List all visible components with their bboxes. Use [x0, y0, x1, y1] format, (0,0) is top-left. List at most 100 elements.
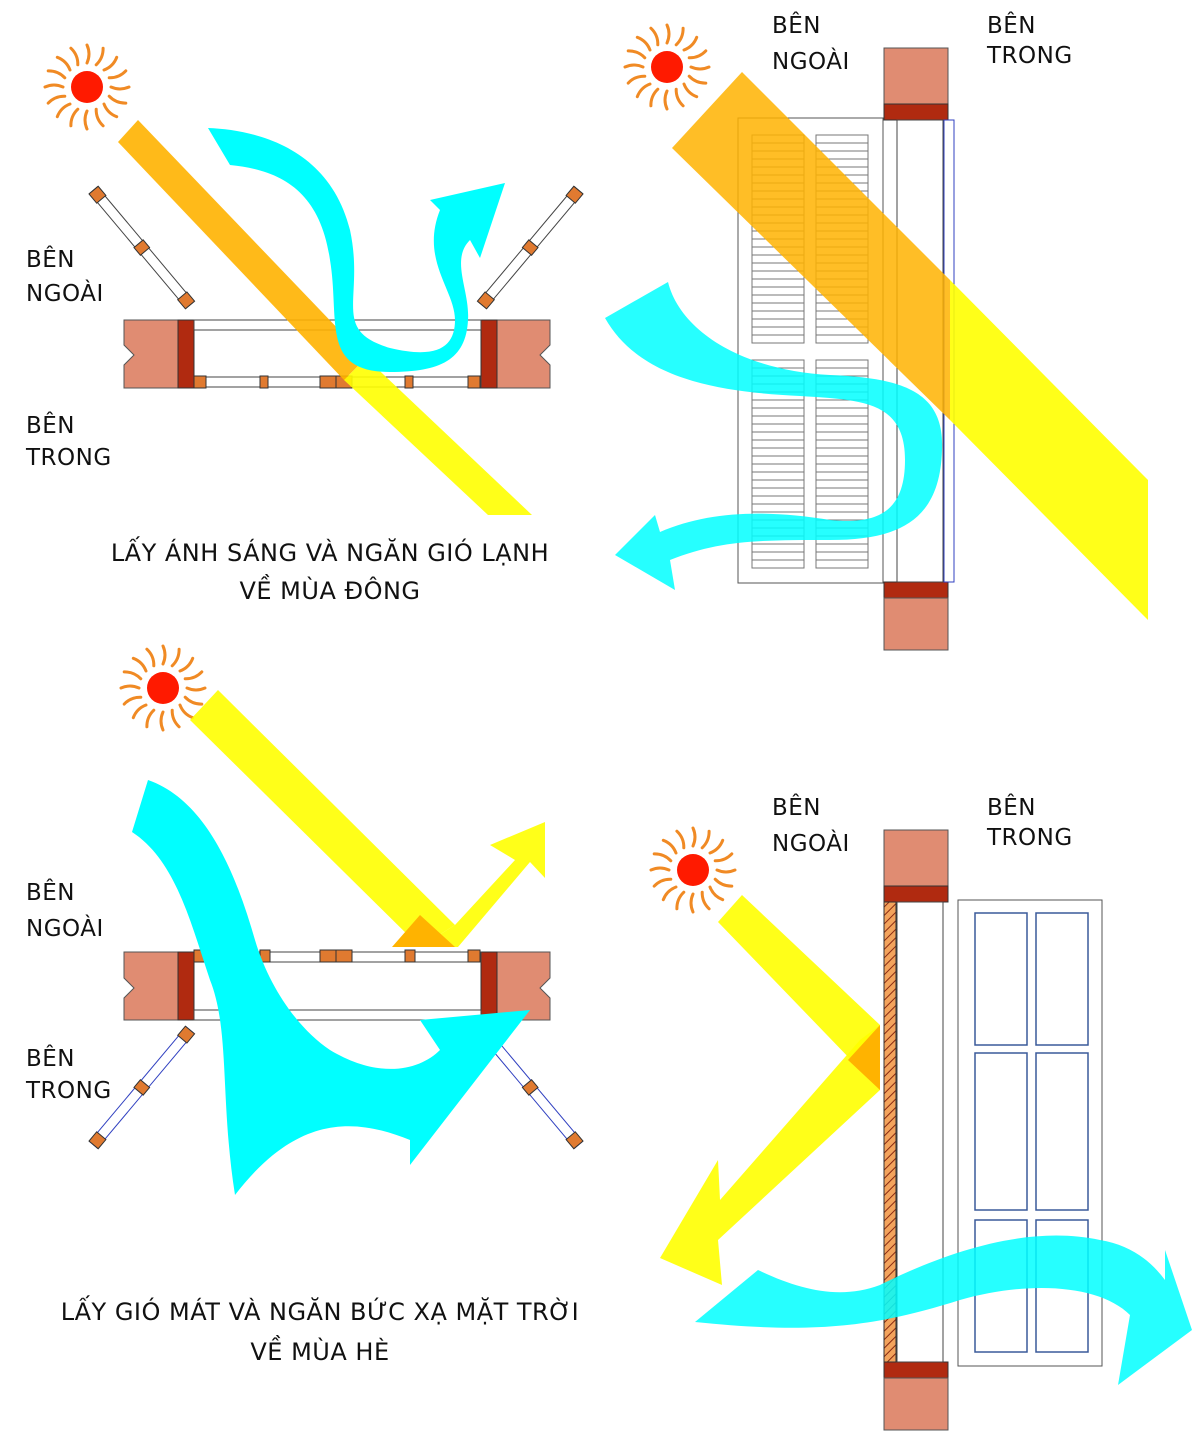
window-frame-left: [177, 951, 195, 1021]
sun-icon: [649, 826, 737, 914]
window-frame-right: [480, 951, 498, 1021]
sun-icon: [623, 23, 711, 111]
label-line: NGOÀI: [772, 831, 850, 857]
sunlight-overlap: [848, 1025, 880, 1090]
sun-core: [71, 71, 103, 103]
brick-wall-left: [123, 951, 179, 1021]
brick-wall-top: [883, 829, 949, 887]
sun-ray: [700, 890, 711, 911]
sun-ray: [122, 695, 143, 706]
sun-ray: [687, 49, 708, 60]
sunlight-beam: [118, 120, 366, 380]
sun-ray: [687, 74, 708, 85]
label-line: TRONG: [987, 825, 1073, 851]
sun-ray: [689, 892, 695, 914]
sun-core: [147, 672, 179, 704]
sun-ray: [55, 102, 72, 119]
sun-ray: [708, 885, 725, 902]
sun-ray: [652, 877, 673, 888]
sun-ray: [145, 708, 156, 729]
winter-section-outside-label: BÊN NGOÀI: [772, 10, 850, 78]
wind-arrow: [208, 128, 505, 372]
sun-ray: [102, 55, 119, 72]
winter-section-panel: [605, 23, 1148, 651]
sun-ray: [46, 69, 67, 80]
sun-ray: [178, 656, 195, 673]
label-line: TRONG: [26, 1078, 112, 1104]
sun-ray: [170, 647, 181, 668]
sun-ray: [649, 26, 660, 47]
caption-line: VỀ MÙA ĐÔNG: [239, 577, 421, 605]
sun-ray: [161, 644, 167, 666]
summer-section-inside-label: BÊN TRONG: [987, 792, 1073, 854]
label-line: NGOÀI: [26, 281, 104, 307]
brick-wall-top: [883, 47, 949, 105]
sun-ray: [713, 877, 734, 888]
window-frame-top: [883, 103, 949, 121]
sun-ray: [663, 89, 669, 111]
sunlight-beam: [718, 895, 880, 1090]
caption-line: LẤY ÁNH SÁNG VÀ NGĂN GIÓ LẠNH: [110, 539, 550, 567]
sunlight-reflected: [420, 822, 545, 947]
sun-ray: [102, 102, 119, 119]
sun-ray: [649, 87, 660, 108]
sun-ray: [85, 43, 91, 65]
brick-wall-bottom: [883, 597, 949, 651]
sun-ray: [708, 838, 725, 855]
sun-ray: [649, 866, 671, 872]
brick-wall-right: [496, 951, 551, 1021]
label-line: BÊN: [26, 413, 76, 439]
summer-plan-inside-label: BÊN TRONG: [26, 1043, 112, 1107]
sun-ray: [131, 703, 148, 720]
summer-section-panel: [649, 826, 1192, 1431]
sun-ray: [183, 695, 204, 706]
sun-ray: [107, 94, 128, 105]
label-line: BÊN: [987, 13, 1037, 39]
label-line: BÊN: [26, 247, 76, 273]
sun-ray: [674, 87, 685, 108]
inner-window-left: [88, 1025, 196, 1150]
sun-ray: [170, 708, 181, 729]
sun-ray: [661, 838, 678, 855]
sun-ray: [183, 670, 204, 681]
label-line: BÊN: [26, 880, 76, 906]
summer-section-outside-label: BÊN NGOÀI: [772, 792, 850, 860]
brick-wall-bottom: [883, 1377, 949, 1431]
sun-ray: [69, 107, 80, 128]
sun-ray: [661, 885, 678, 902]
winter-caption: LẤY ÁNH SÁNG VÀ NGĂN GIÓ LẠNH VỀ MÙA ĐÔN…: [40, 534, 620, 610]
sun-ray: [185, 686, 207, 692]
label-line: NGOÀI: [772, 49, 850, 75]
window-frame-top: [883, 885, 949, 903]
sun-ray: [131, 656, 148, 673]
brick-wall-right: [496, 319, 551, 389]
sun-ray: [635, 82, 652, 99]
sunlight-reflected: [660, 1025, 880, 1285]
sun-icon: [43, 43, 131, 131]
sun-ray: [94, 46, 105, 67]
sun-ray: [122, 670, 143, 681]
sun-ray: [652, 852, 673, 863]
caption-line: VỀ MÙA HÈ: [250, 1338, 390, 1366]
label-line: BÊN: [772, 795, 822, 821]
sun-ray: [689, 65, 711, 71]
sun-ray: [159, 710, 165, 732]
sun-ray: [94, 107, 105, 128]
winter-plan-inside-label: BÊN TRONG: [26, 410, 112, 474]
sun-ray: [675, 829, 686, 850]
label-line: BÊN: [772, 13, 822, 39]
sun-core: [677, 854, 709, 886]
winter-plan-outside-label: BÊN NGOÀI: [26, 244, 104, 310]
sun-ray: [674, 26, 685, 47]
sunlight-overlap: [392, 915, 455, 947]
sunlight-beam-inside: [344, 358, 532, 515]
sun-ray: [107, 69, 128, 80]
wind-arrow: [132, 780, 530, 1195]
sun-ray: [83, 109, 89, 131]
summer-plan-panel: [88, 644, 584, 1195]
sun-ray: [665, 23, 671, 45]
brick-wall-left: [123, 319, 179, 389]
label-line: TRONG: [987, 43, 1073, 69]
sun-ray: [682, 35, 699, 52]
